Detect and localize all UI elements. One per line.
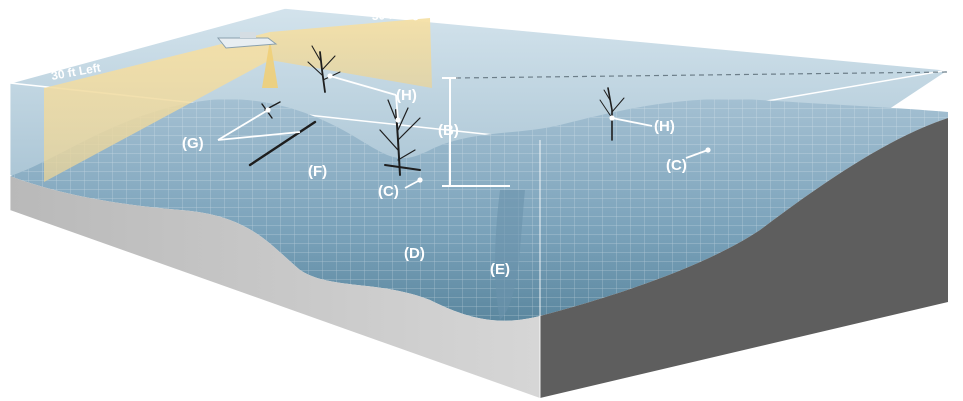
tree-right (599, 87, 625, 141)
callout-h-right: (H) (654, 118, 675, 135)
surface-dash-line (455, 71, 949, 79)
leader-dots (265, 73, 711, 183)
water-surface-edge (9, 7, 949, 84)
callout-d: (D) (404, 245, 425, 262)
depth-marker (442, 77, 510, 187)
callout-b: (B) (438, 122, 459, 139)
soil-front-face (10, 176, 540, 398)
lake-bottom-grid (10, 99, 948, 321)
callout-c-right: (C) (666, 157, 687, 174)
leader-lines (217, 75, 709, 189)
soil-right-face (540, 118, 948, 398)
scan-label-right: 30 ft Rig (371, 7, 419, 23)
boat (216, 32, 278, 49)
sonar-beam-down (262, 40, 278, 88)
callout-c-center: (C) (378, 183, 399, 200)
creek-channel (495, 190, 525, 320)
sonar-beam-right (270, 18, 432, 88)
tree-back (307, 45, 341, 93)
callout-g: (G) (182, 135, 204, 152)
callout-h-center: (H) (396, 87, 417, 104)
callout-e: (E) (490, 261, 510, 278)
sonar-beam-left (44, 32, 270, 182)
callout-f: (F) (308, 163, 327, 180)
